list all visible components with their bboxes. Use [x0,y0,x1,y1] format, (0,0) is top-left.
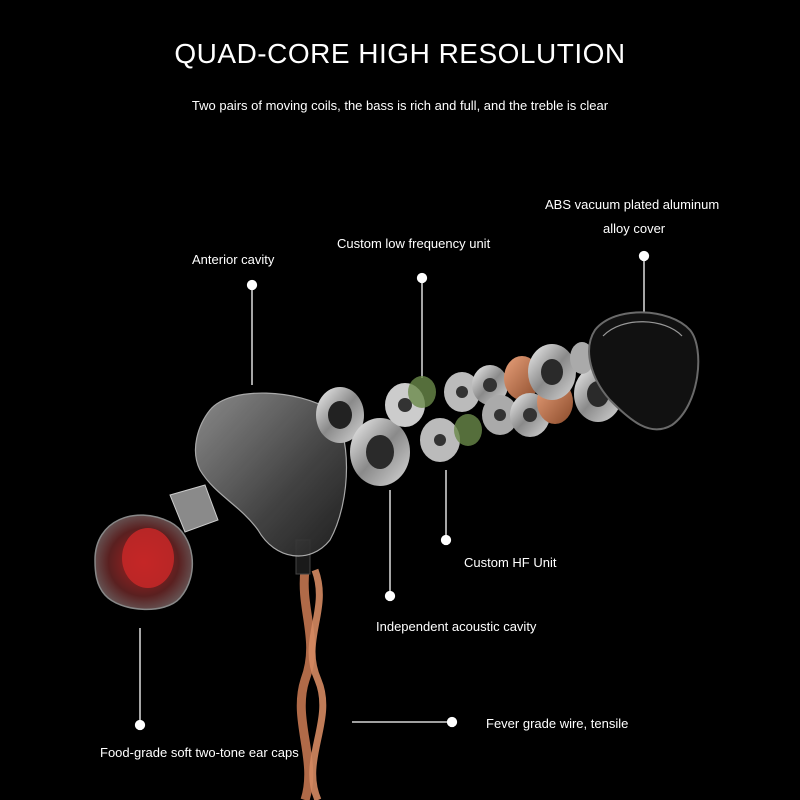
label-hf-unit: Custom HF Unit [464,555,557,570]
page-title: QUAD-CORE HIGH RESOLUTION [174,38,626,69]
pointer-dot-eartip [134,719,146,731]
pointer-dot-anterior [246,279,258,291]
label-acoustic-cavity: Independent acoustic cavity [376,619,537,634]
pointer-dot-cover [638,250,650,262]
pointer-dot-wire [446,716,458,728]
pointer-dot-hf [440,534,452,546]
driver-components [316,342,637,486]
braided-cable [295,539,327,800]
label-ear-caps: Food-grade soft two-tone ear caps [100,745,299,760]
abs-cover [588,311,700,431]
label-low-frequency-unit: Custom low frequency unit [337,236,491,251]
label-wire: Fever grade wire, tensile [486,716,629,731]
page-subtitle: Two pairs of moving coils, the bass is r… [191,98,609,113]
label-anterior-cavity: Anterior cavity [192,252,275,267]
label-abs-cover-line2: alloy cover [603,221,666,236]
anterior-cavity-shell [169,392,348,557]
ear-tip [94,514,194,610]
pointer-dot-acoustic [384,590,396,602]
label-abs-cover-line1: ABS vacuum plated aluminum [545,197,720,212]
pointer-dot-low-freq [416,272,428,284]
